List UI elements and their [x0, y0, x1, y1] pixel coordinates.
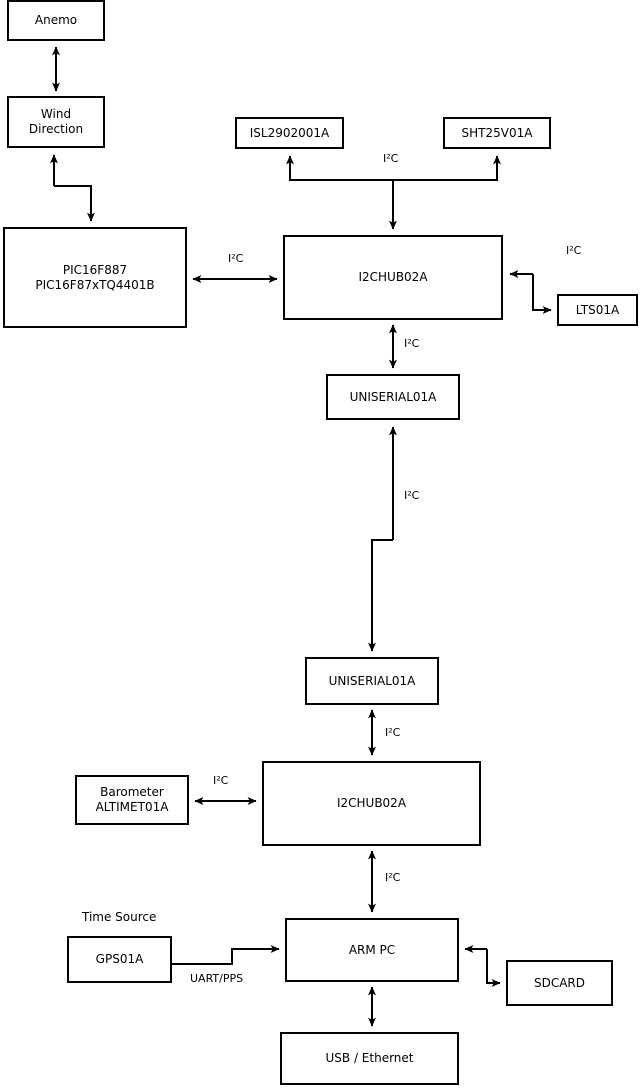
node-i2chub02a-top-label: I2CHUB02A	[358, 270, 428, 284]
node-pic-mcu[interactable]: PIC16F887 PIC16F87xTQ4401B	[3, 227, 187, 328]
node-i2chub02a-bottom-label: I2CHUB02A	[336, 796, 407, 810]
connector-gps-armpc	[172, 945, 280, 965]
node-sht25v01a-label: SHT25V01A	[461, 125, 533, 140]
node-lts01a[interactable]: LTS01A	[557, 294, 638, 326]
connector-wind-pic-step	[54, 185, 95, 222]
node-arm-pc[interactable]: ARM PC	[285, 918, 459, 982]
node-sdcard-label: SDCARD	[533, 975, 586, 990]
node-isl2902001a-label: ISL2902001A	[249, 125, 330, 140]
node-uniserial01a-top-label: UNISERIAL01A	[349, 389, 437, 404]
label-time-source: Time Source	[82, 910, 157, 924]
node-lts01a-label: LTS01A	[575, 302, 620, 317]
connector-armpc-sdcard-out	[486, 949, 501, 987]
connector-bus-sht	[393, 155, 501, 181]
edge-label-i2c-pic-hub: I²C	[228, 252, 244, 265]
node-usb-ethernet[interactable]: USB / Ethernet	[280, 1032, 459, 1085]
node-arm-pc-label: ARM PC	[348, 942, 396, 957]
node-barometer-altimet01a-label: Barometer ALTIMET01A	[95, 785, 169, 814]
node-anemo[interactable]: Anemo	[7, 0, 105, 41]
edge-label-i2c-hub-lts: I²C	[566, 244, 582, 257]
node-uniserial01a-bottom-label: UNISERIAL01A	[328, 673, 416, 688]
connector-uniserial-link-down	[368, 539, 393, 652]
node-i2chub02a-bottom[interactable]: I2CHUB02A	[262, 761, 481, 846]
node-i2chub02a-top[interactable]: I2CHUB02A	[283, 235, 503, 320]
edge-label-i2c-hub-sensors: I²C	[383, 152, 399, 165]
node-wind-direction[interactable]: Wind Direction	[7, 96, 105, 148]
connector-bus-isl	[286, 155, 393, 181]
node-wind-direction-label: Wind Direction	[28, 107, 84, 136]
node-usb-ethernet-label: USB / Ethernet	[325, 1051, 414, 1065]
node-gps01a-label: GPS01A	[95, 952, 144, 966]
edge-label-uart-pps: UART/PPS	[190, 972, 244, 985]
edge-label-i2c-hub2-armpc: I²C	[385, 871, 401, 884]
node-isl2902001a[interactable]: ISL2902001A	[235, 117, 344, 149]
edge-label-i2c-hub-uniserial: I²C	[404, 337, 420, 350]
node-uniserial01a-bottom[interactable]: UNISERIAL01A	[305, 657, 439, 705]
node-gps01a[interactable]: GPS01A	[67, 936, 172, 983]
edge-label-i2c-uniserial-hub2: I²C	[385, 726, 401, 739]
node-anemo-label: Anemo	[34, 13, 78, 27]
node-sdcard[interactable]: SDCARD	[506, 960, 613, 1006]
node-sht25v01a[interactable]: SHT25V01A	[443, 117, 551, 149]
edge-label-i2c-uniserial-link: I²C	[404, 489, 420, 502]
node-barometer-altimet01a[interactable]: Barometer ALTIMET01A	[75, 775, 189, 825]
node-pic-mcu-label: PIC16F887 PIC16F87xTQ4401B	[35, 262, 155, 292]
connector-hub-lts-in	[532, 274, 552, 314]
node-uniserial01a-top[interactable]: UNISERIAL01A	[326, 374, 460, 420]
edge-label-i2c-barometer-hub2: I²C	[213, 774, 229, 787]
